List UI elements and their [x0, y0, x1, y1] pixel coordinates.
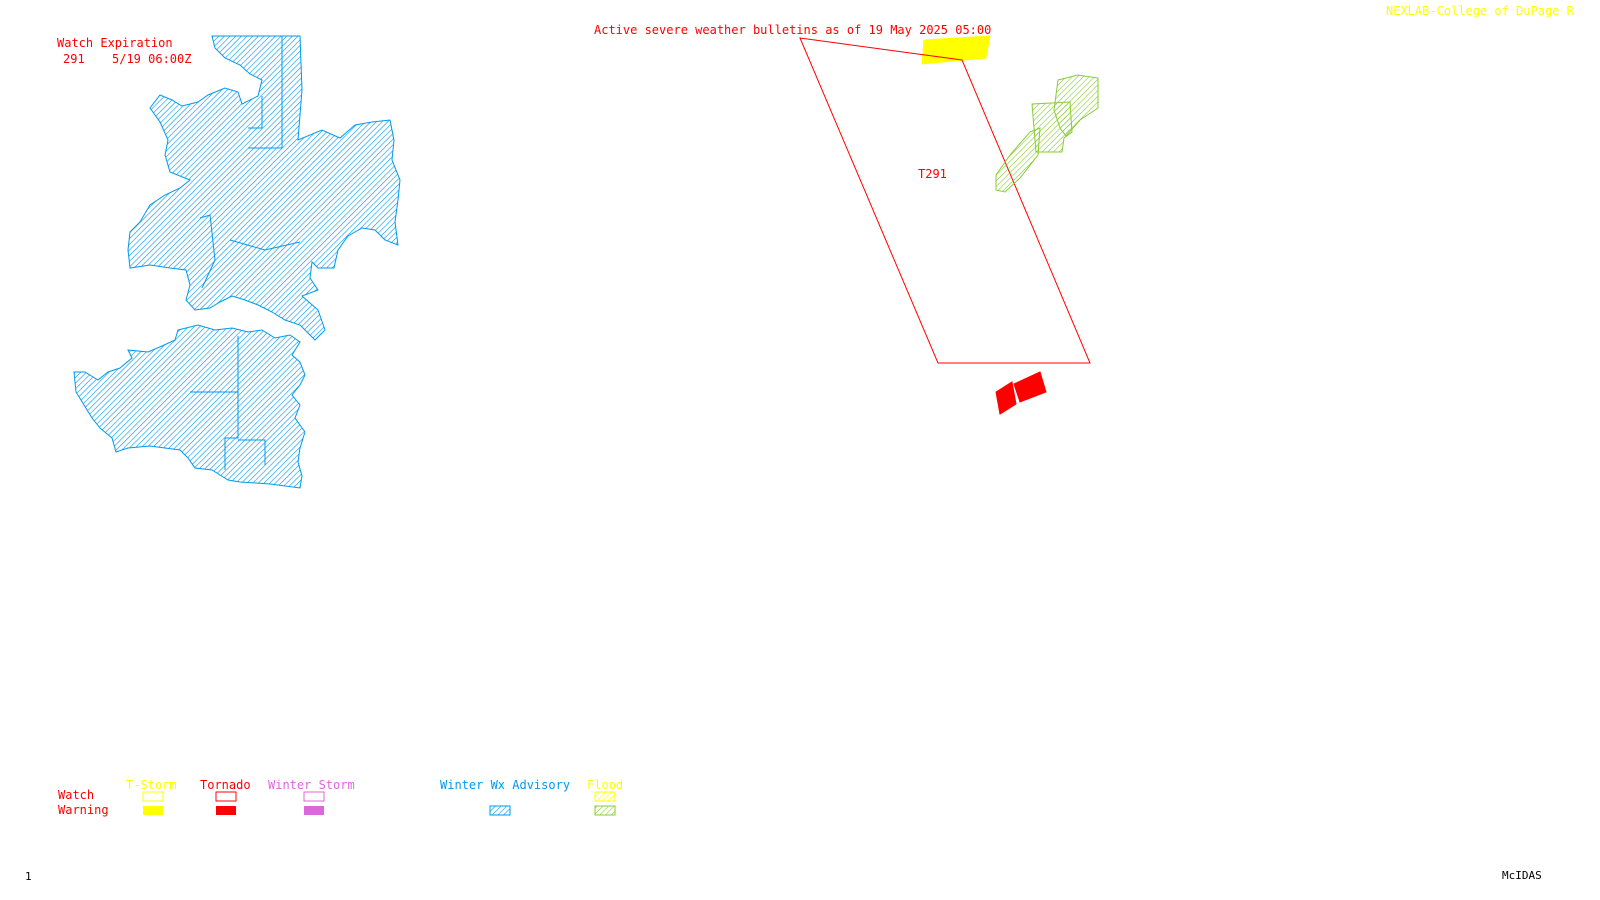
legend-winter-storm-warning-swatch	[304, 806, 324, 815]
flood-warning-polygons	[995, 74, 1099, 193]
legend-tornado-watch-swatch	[215, 791, 237, 802]
legend-winter-wx-advisory-label: Winter Wx Advisory	[440, 778, 571, 792]
legend-winter-wx-advisory-swatch	[489, 805, 511, 816]
legend-row-warning: Warning	[58, 803, 109, 817]
tornado-warning-polygons	[995, 371, 1047, 415]
watch-291-label: T291	[918, 167, 947, 181]
legend-tornado-label: Tornado	[200, 778, 251, 792]
legend-winter-storm-watch-swatch	[303, 791, 325, 802]
legend-flood-watch-swatch	[594, 791, 616, 802]
source-credit: NEXLAB-College of DuPage R	[1386, 4, 1574, 18]
watch-expiration-time: 5/19 06:00Z	[112, 52, 192, 66]
legend-tstorm-warning-swatch	[143, 806, 163, 815]
winter-wx-advisory-area-north	[127, 35, 401, 341]
legend-tstorm-watch-swatch	[142, 791, 164, 802]
legend-row-watch: Watch	[58, 788, 95, 802]
tstorm-warning-polygon	[921, 35, 991, 65]
winter-wx-advisory-area-south	[73, 324, 306, 489]
legend-winter-storm-label: Winter Storm	[268, 778, 355, 792]
bulletin-title: Active severe weather bulletins as of 19…	[594, 23, 992, 37]
legend-flood-label: Flood	[587, 778, 624, 792]
legend-flood-warning-swatch	[594, 805, 616, 816]
watch-expiration-heading: Watch Expiration	[57, 36, 173, 50]
watch-expiration-number: 291	[63, 52, 85, 66]
tornado-watch-291-outline	[799, 37, 1091, 364]
legend-tornado-warning-swatch	[216, 806, 236, 815]
legend-swatches	[142, 791, 616, 816]
software-label: McIDAS	[1502, 869, 1542, 882]
legend-tstorm-label: T-Storm	[126, 778, 177, 792]
frame-number: 1	[25, 870, 32, 883]
